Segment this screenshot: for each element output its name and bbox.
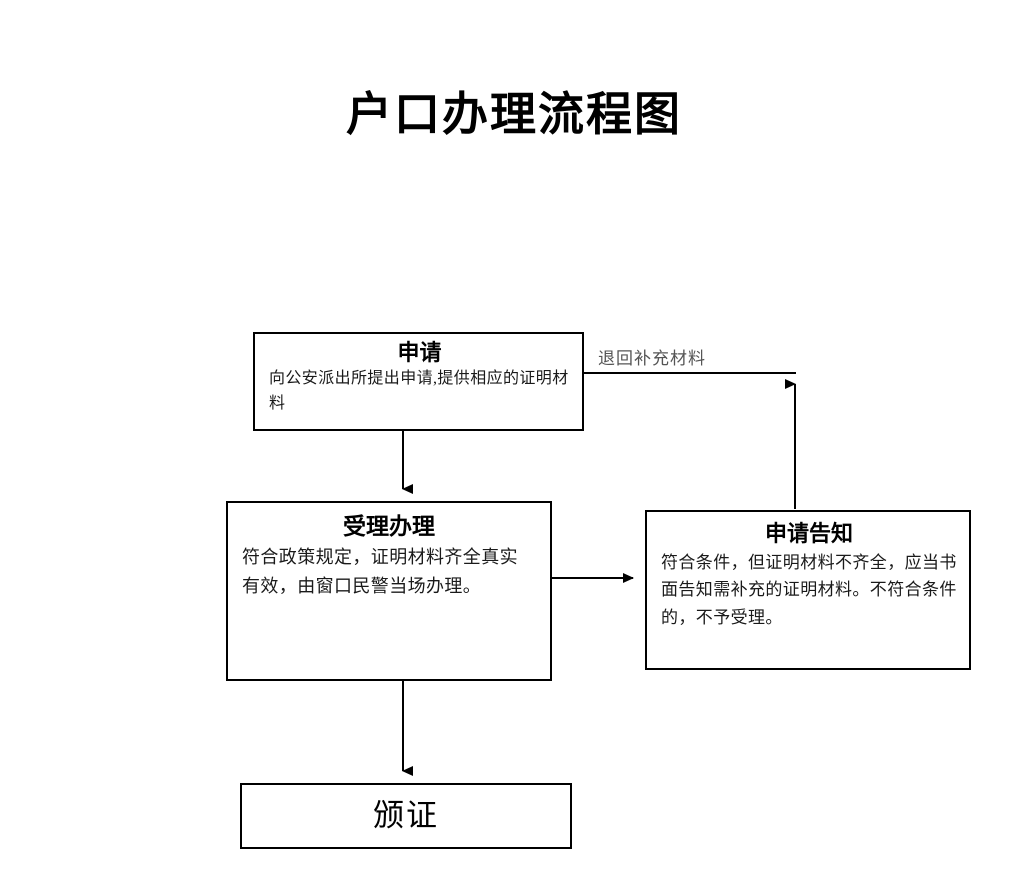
flow-node-process-heading: 受理办理 <box>343 513 435 539</box>
flow-node-process-body: 符合政策规定，证明材料齐全真实有效，由窗口民警当场办理。 <box>242 547 518 597</box>
flow-node-apply[interactable]: 申请 向公安派出所提出申请,提供相应的证明材料 <box>253 332 584 431</box>
flow-node-notice-heading: 申请告知 <box>764 521 853 546</box>
flow-node-notice[interactable]: 申请告知 符合条件，但证明材料不齐全，应当书面告知需补充的证明材料。不符合条件的… <box>645 510 971 670</box>
flow-node-notice-body: 符合条件，但证明材料不齐全，应当书面告知需补充的证明材料。不符合条件的，不予受理… <box>661 553 957 627</box>
flow-node-apply-body: 向公安派出所提出申请,提供相应的证明材料 <box>269 370 569 413</box>
page-title: 户口办理流程图 <box>346 88 682 140</box>
flow-node-apply-heading: 申请 <box>397 340 442 365</box>
edge-notice-to-apply <box>584 372 796 509</box>
flow-node-issue-heading: 颁证 <box>373 798 439 834</box>
edge-label-return-materials: 退回补充材料 <box>598 349 706 368</box>
flow-node-process[interactable]: 受理办理 符合政策规定，证明材料齐全真实有效，由窗口民警当场办理。 <box>226 501 552 681</box>
flow-node-issue[interactable]: 颁证 <box>240 783 572 849</box>
